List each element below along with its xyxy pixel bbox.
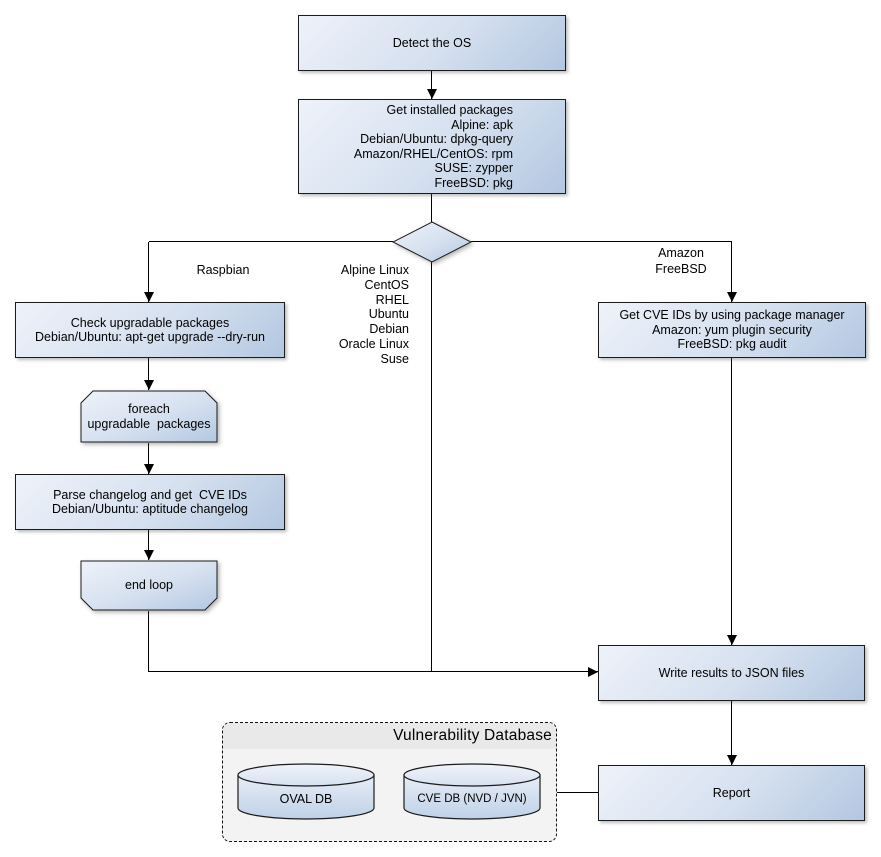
arrowhead: [588, 667, 598, 677]
edge-check-to-foreach: [148, 358, 149, 390]
diamond-shape: [392, 221, 472, 263]
node-os-decision: [392, 221, 472, 263]
node-get-cve-ids-label: Get CVE IDs by using package manager Ama…: [619, 308, 845, 352]
database-cylinder-shape: [237, 763, 375, 820]
node-get-cve-ids: Get CVE IDs by using package manager Ama…: [598, 302, 866, 358]
node-end-loop: end loop: [80, 560, 218, 611]
database-cylinder-shape: [403, 763, 541, 820]
arrowhead: [144, 550, 154, 560]
node-check-upgradable: Check upgradable packages Debian/Ubuntu:…: [15, 302, 285, 358]
edge-parse-to-endloop: [148, 530, 149, 560]
edge-label-amazon-freebsd: Amazon FreeBSD: [655, 246, 707, 276]
arrowhead: [144, 464, 154, 474]
node-parse-changelog: Parse changelog and get CVE IDs Debian/U…: [15, 474, 285, 530]
edge-getcve-to-write: [731, 358, 732, 645]
edge-detect-to-packages: [431, 71, 432, 99]
arrowhead: [727, 635, 737, 645]
edge-decision-right-h: [471, 241, 732, 242]
node-cve-db-label: CVE DB (NVD / JVN): [417, 793, 527, 806]
node-oval-db: OVAL DB: [237, 763, 375, 820]
arrowhead: [427, 89, 437, 99]
node-check-upgradable-label: Check upgradable packages Debian/Ubuntu:…: [35, 315, 265, 345]
vulnerability-database-title: Vulnerability Database: [393, 727, 552, 744]
node-foreach-loop: foreach upgradable packages: [80, 390, 218, 443]
node-write-results-label: Write results to JSON files: [658, 665, 805, 680]
node-parse-changelog-label: Parse changelog and get CVE IDs Debian/U…: [52, 487, 248, 517]
edge-decision-right-v: [731, 242, 732, 302]
arrowhead: [727, 292, 737, 302]
edge-decision-left-h: [149, 241, 393, 242]
arrowhead: [727, 755, 737, 765]
edge-packages-to-decision: [431, 194, 432, 222]
edge-label-os-list: Alpine Linux CentOS RHEL Ubuntu Debian O…: [338, 263, 409, 366]
node-cve-db: CVE DB (NVD / JVN): [403, 763, 541, 820]
node-oval-db-label: OVAL DB: [279, 792, 333, 807]
loop-start-shape: [80, 390, 218, 443]
edge-merge-to-write: [148, 671, 598, 672]
edge-label-raspbian: Raspbian: [196, 263, 250, 277]
node-get-installed-packages: Get installed packages Alpine: apk Debia…: [298, 99, 566, 194]
edge-decision-left-v: [148, 242, 149, 302]
vulnerability-database-titlebar: Vulnerability Database: [223, 723, 556, 749]
edge-endloop-down: [148, 611, 149, 672]
node-get-installed-packages-label: Get installed packages Alpine: apk Debia…: [353, 103, 513, 190]
arrowhead: [144, 292, 154, 302]
node-foreach-loop-label: foreach upgradable packages: [87, 402, 211, 431]
node-report: Report: [598, 765, 865, 821]
arrowhead: [144, 380, 154, 390]
edge-decision-middle-v: [431, 262, 432, 672]
edge-foreach-to-parse: [148, 443, 149, 474]
node-end-loop-label: end loop: [125, 578, 173, 593]
loop-end-shape: [80, 560, 218, 611]
node-detect-os: Detect the OS: [298, 15, 566, 71]
node-report-label: Report: [712, 785, 751, 800]
node-detect-os-label: Detect the OS: [392, 35, 472, 50]
edge-db-to-report: [557, 792, 598, 793]
node-write-results: Write results to JSON files: [598, 645, 865, 701]
edge-write-to-report: [731, 701, 732, 765]
